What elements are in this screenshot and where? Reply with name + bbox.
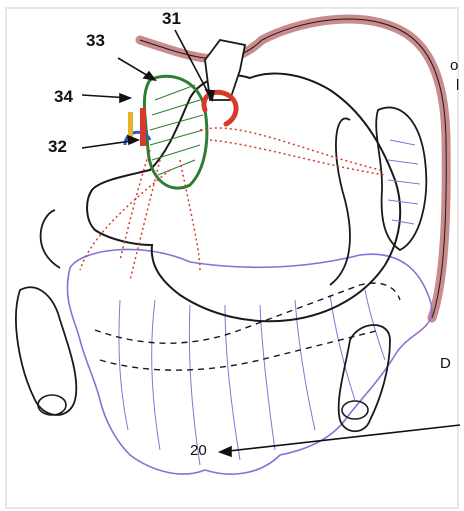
greater-omentum <box>67 249 432 474</box>
colon-right-lumen <box>342 401 368 419</box>
aorta-band <box>140 19 446 318</box>
edge-text-l: l <box>456 78 459 93</box>
colon-left-lumen <box>38 395 66 415</box>
stomach-outline <box>87 74 400 322</box>
edge-text-d: D <box>440 356 451 371</box>
spleen <box>376 107 426 250</box>
label-32: 32 <box>48 138 67 155</box>
label-33: 33 <box>86 32 105 49</box>
label-31: 31 <box>162 10 181 27</box>
dotted-arteries <box>80 128 385 280</box>
spleen-hatching <box>388 140 420 224</box>
edge-text-o: o <box>450 58 458 73</box>
vessel-red <box>140 108 146 146</box>
label-34: 34 <box>54 88 73 105</box>
liver-edge <box>41 210 60 268</box>
label-20: 20 <box>190 443 207 458</box>
omentum-striations <box>119 290 385 465</box>
